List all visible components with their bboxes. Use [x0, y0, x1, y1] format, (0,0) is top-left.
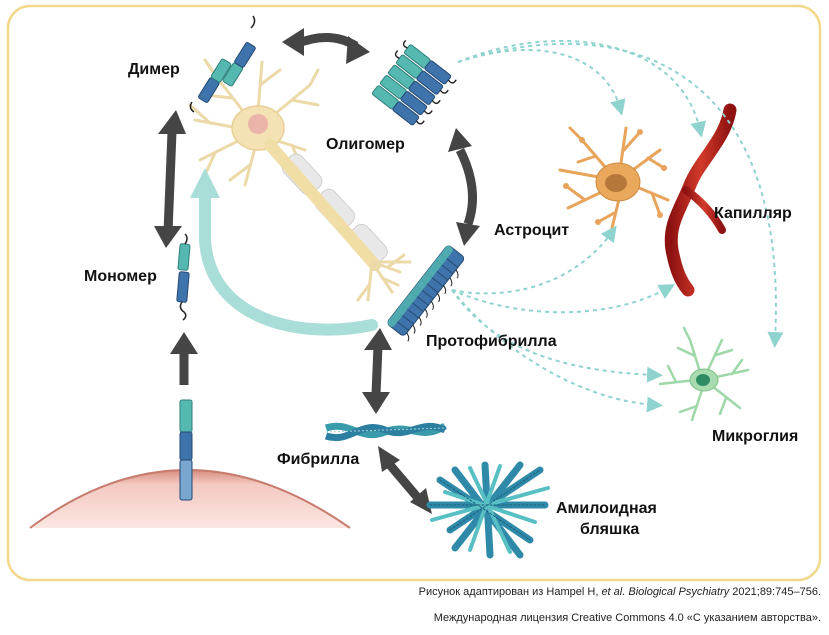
dashed-signaling-arrows	[451, 40, 784, 413]
plaque-label-line1: Амилоидная	[556, 500, 657, 517]
app-protein-icon	[179, 399, 193, 501]
arrow-fibril-plaque	[378, 446, 432, 514]
dimer-icon	[198, 42, 256, 103]
arrow-oligomer-protofibril	[448, 128, 480, 246]
oligomer-label: Олигомер	[326, 136, 405, 153]
protofibril-icon	[387, 245, 465, 342]
fibril-label: Фибрилла	[277, 451, 360, 468]
oligomer-icon	[371, 39, 457, 126]
fibril-icon	[324, 422, 447, 442]
capillary-icon	[664, 103, 737, 297]
capillary-label: Капилляр	[714, 205, 792, 222]
caption-etal: et al.	[601, 586, 626, 598]
arrow-monomer-dimer	[154, 110, 186, 248]
caption-journal: Biological Psychiatry	[625, 586, 730, 598]
caption-prefix: Рисунок адаптирован из Hampel H,	[418, 586, 602, 598]
arrow-up-to-monomer	[170, 332, 198, 385]
astrocyte-icon	[558, 126, 670, 230]
figure-caption: Рисунок адаптирован из Hampel H, et al. …	[419, 586, 821, 598]
neuron-icon	[188, 58, 412, 302]
microglia-icon	[658, 326, 750, 422]
monomer-icon	[176, 233, 191, 321]
astrocyte-label: Астроцит	[494, 222, 570, 239]
microglia-label: Микроглия	[712, 428, 799, 445]
amyloid-plaque-icon	[426, 461, 550, 559]
arrow-dimer-oligomer	[282, 28, 370, 64]
arrow-teal-return	[190, 168, 378, 336]
dimer-label: Димер	[128, 61, 180, 78]
caption-citation: 2021;89:745–756.	[729, 586, 821, 598]
arrow-protofibril-fibril	[362, 328, 392, 414]
license-text: Международная лицензия Creative Commons …	[433, 612, 821, 624]
protofibril-label: Протофибрилла	[426, 333, 557, 350]
monomer-label: Мономер	[84, 268, 157, 285]
plaque-label-line2: бляшка	[580, 521, 640, 538]
